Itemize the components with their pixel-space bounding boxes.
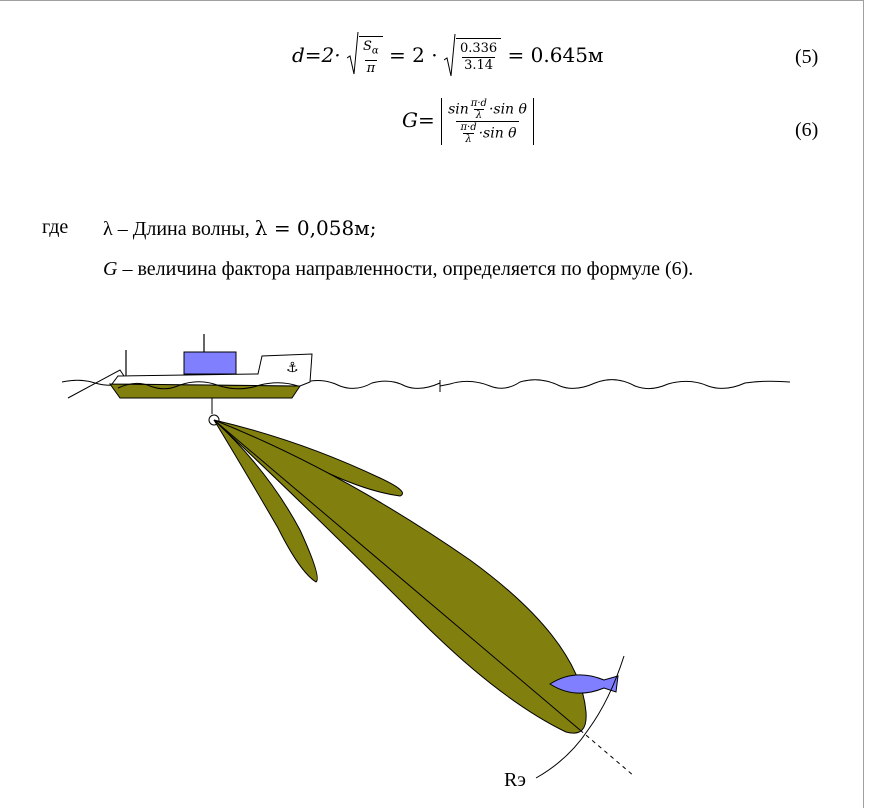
formula-6-num-inner-den: λ bbox=[473, 109, 485, 121]
formula-5-lhs: d=2· bbox=[292, 42, 341, 67]
ship-waterline bbox=[117, 381, 299, 390]
lambda-value: λ = 0,058м; bbox=[254, 216, 377, 240]
formula-5-sqrt-2: 0.336 3.14 bbox=[443, 34, 502, 77]
range-label: Rэ bbox=[504, 769, 526, 791]
formula-5-frac1-den: π bbox=[364, 59, 378, 76]
fish-icon bbox=[549, 674, 619, 694]
side-lobe-lower bbox=[213, 419, 318, 583]
ship-deck bbox=[111, 353, 313, 387]
formula-5: d=2· Sα π = 2 · 0.336 3.14 = 0.645м bbox=[292, 32, 604, 77]
formula-5-frac2-den: 3.14 bbox=[462, 57, 496, 74]
formula-5-frac2-num: 0.336 bbox=[459, 41, 498, 57]
formula-5-sqrt-1: Sα π bbox=[347, 32, 383, 77]
formula-6-den-inner-den: λ bbox=[463, 133, 474, 145]
page-border-top bbox=[0, 0, 863, 1]
formula-6-num-inner-num: π·d bbox=[470, 98, 487, 109]
range-arc bbox=[535, 655, 625, 779]
g-line: G – величина фактора направленности, опр… bbox=[103, 258, 693, 281]
beam-axis bbox=[213, 419, 581, 731]
ship-cabin bbox=[183, 351, 237, 375]
formula-6-den-rest: ·sin θ bbox=[478, 125, 517, 142]
formula-6-num-sin: sin bbox=[448, 101, 469, 118]
lambda-definition: λ – Длина волны, bbox=[103, 218, 255, 240]
formula-5-rhs: = 0.645м bbox=[507, 42, 604, 67]
formula-6-lhs: G= bbox=[402, 108, 435, 132]
formula-5-frac1-sub: α bbox=[371, 45, 379, 57]
beam-axis-extension bbox=[579, 729, 635, 777]
g-symbol: G bbox=[103, 258, 118, 280]
lambda-line: λ – Длина волны, λ = 0,058м; bbox=[103, 216, 376, 241]
formula-5-eq1: = 2 · bbox=[389, 42, 438, 67]
page-border-right bbox=[863, 0, 864, 808]
g-definition: – величина фактора направленности, опред… bbox=[117, 258, 694, 280]
formula-6-number: (6) bbox=[795, 119, 819, 141]
formula-6-num-rest: ·sin θ bbox=[488, 101, 527, 118]
formula-5-number: (5) bbox=[795, 46, 819, 68]
ship-anchor-icon: ⚓ bbox=[286, 360, 299, 376]
formula-5-frac1-num: S bbox=[363, 39, 372, 54]
formula-6-den-inner-num: π·d bbox=[460, 122, 477, 133]
where-word: где bbox=[42, 216, 69, 238]
